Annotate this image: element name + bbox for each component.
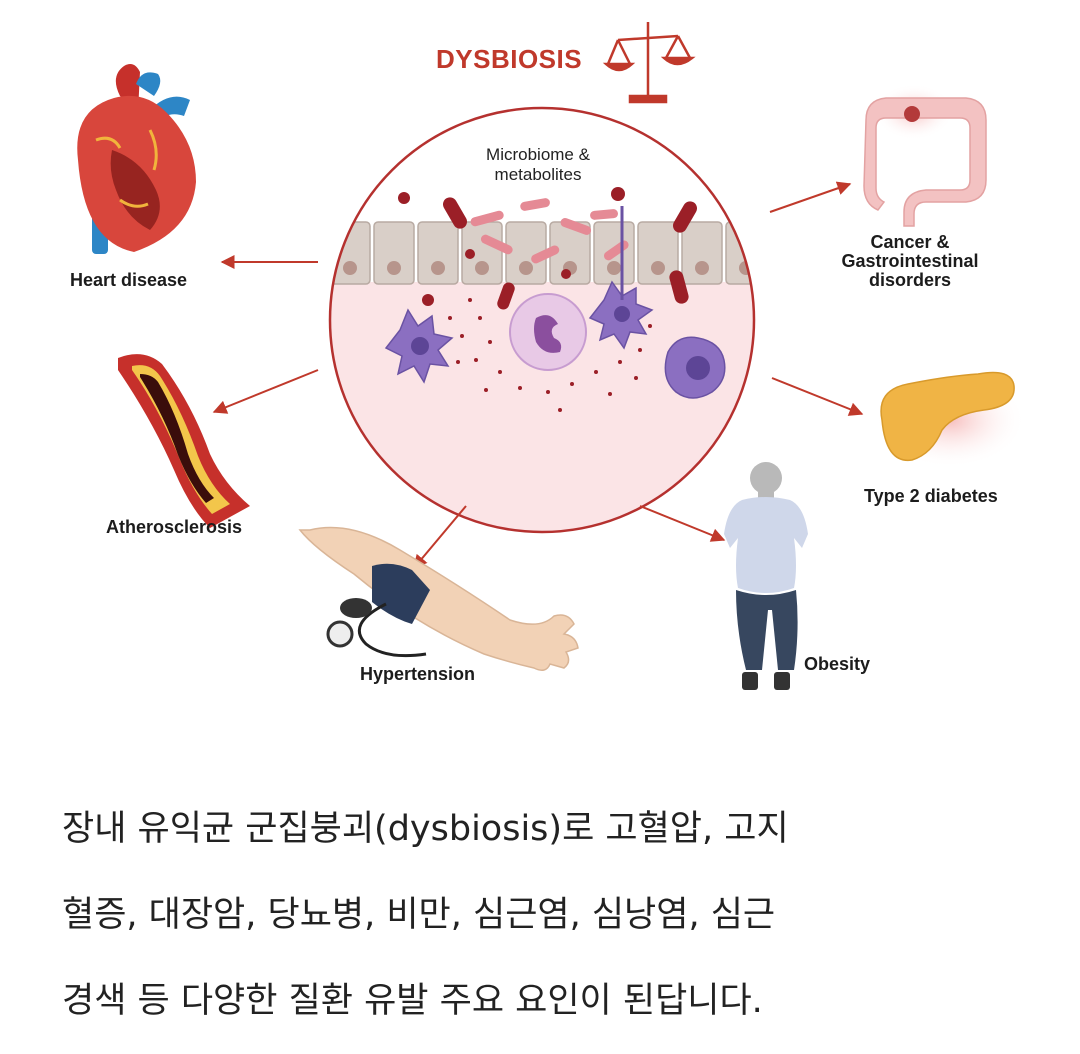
person-icon bbox=[724, 462, 808, 690]
heart-icon bbox=[77, 64, 196, 254]
caption-line-2: 혈증, 대장암, 당뇨병, 비만, 심근염, 심낭염, 심근 bbox=[62, 895, 776, 935]
artery-icon bbox=[118, 354, 250, 528]
pancreas-icon bbox=[874, 371, 1026, 468]
balance-scale-icon bbox=[602, 22, 696, 104]
type2-diabetes-label: Type 2 diabetes bbox=[864, 486, 998, 506]
caption-line-1: 장내 유익균 군집붕괴(dysbiosis)로 고혈압, 고지 bbox=[62, 809, 789, 849]
cancer-label-line2: Gastrointestinal bbox=[841, 251, 978, 271]
heart-disease-label: Heart disease bbox=[70, 270, 187, 290]
caption-paragraph: 장내 유익균 군집붕괴(dysbiosis)로 고혈압, 고지 혈증, 대장암,… bbox=[62, 786, 1022, 1044]
caption-line-3: 경색 등 다양한 질환 유발 주요 요인이 된답니다. bbox=[62, 981, 763, 1021]
blood-pressure-cuff-icon bbox=[298, 526, 579, 671]
cancer-label-line3: disorders bbox=[869, 270, 951, 290]
atherosclerosis-label: Atherosclerosis bbox=[106, 517, 242, 537]
immune-cells bbox=[384, 206, 726, 399]
arrows bbox=[212, 181, 864, 570]
dysbiosis-diagram: DYSBIOSIS bbox=[70, 22, 1026, 690]
cancer-label-line1: Cancer & bbox=[870, 232, 949, 252]
colon-icon bbox=[863, 84, 987, 227]
diagram-title: DYSBIOSIS bbox=[436, 44, 582, 74]
center-label-line2: metabolites bbox=[495, 165, 582, 184]
obesity-label: Obesity bbox=[804, 654, 870, 674]
hypertension-label: Hypertension bbox=[360, 664, 475, 684]
center-label-line1: Microbiome & bbox=[486, 145, 591, 164]
